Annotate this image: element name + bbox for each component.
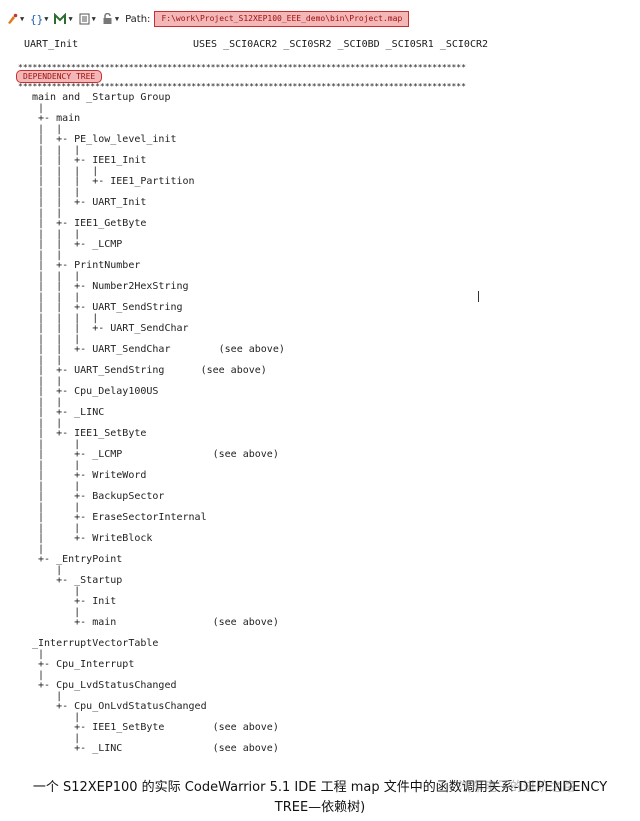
toolbar-button-braces[interactable]: {} ▼: [30, 13, 48, 25]
tree-line: | |: [32, 460, 81, 471]
tree-line: main and _Startup Group: [32, 92, 171, 103]
tree-line: | |: [32, 124, 63, 135]
tree-line: | +- UART_SendString (see above): [32, 365, 267, 376]
tree-line: | +- EraseSectorInternal: [32, 512, 207, 523]
tree-line: | |: [32, 418, 63, 429]
tree-line: | | |: [32, 229, 81, 240]
tree-line: | +- BackupSector: [32, 491, 165, 502]
uses-function-name: UART_Init: [24, 39, 79, 50]
tree-line: | |: [32, 208, 63, 219]
chevron-down-icon: ▼: [91, 15, 96, 23]
tree-line: | | | +- IEE1_Partition: [32, 176, 195, 187]
tree-line: | +- IEE1_GetByte: [32, 218, 147, 229]
chevron-down-icon: ▼: [20, 15, 25, 23]
tree-line: | |: [32, 481, 81, 492]
tree-line: | +- IEE1_SetByte: [32, 428, 147, 439]
figure-caption: 一个 S12XEP100 的实际 CodeWarrior 5.1 IDE 工程 …: [0, 778, 640, 818]
tree-line: | +- WriteBlock: [32, 533, 153, 544]
tree-line: | | |: [32, 292, 81, 303]
tree-line: | | | |: [32, 166, 99, 177]
braces-icon: {}: [30, 13, 42, 25]
dependency-tree-heading: DEPENDENCY TREE: [16, 70, 103, 83]
tree-line: +- Cpu_OnLvdStatusChanged: [32, 701, 207, 712]
tree-line: +- Init: [32, 596, 117, 607]
tree-line: +- main (see above): [32, 617, 279, 628]
tree-line: +- Cpu_Interrupt: [32, 659, 135, 670]
tree-line: +- _EntryPoint: [32, 554, 123, 565]
tree-line: +- _LINC (see above): [32, 743, 279, 754]
chevron-down-icon: ▼: [68, 15, 73, 23]
tree-line: | |: [32, 397, 63, 408]
tree-line: | |: [32, 355, 63, 366]
tree-line: |: [32, 691, 63, 702]
tree-line: | | +- UART_SendChar (see above): [32, 344, 285, 355]
tree-line: |: [32, 649, 45, 660]
dependency-tree: main and _Startup Group | +- main | | | …: [32, 92, 285, 754]
tree-line: | |: [32, 250, 63, 261]
tree-line: | +- Cpu_Delay100US: [32, 386, 159, 397]
tree-line: +- IEE1_SetByte (see above): [32, 722, 279, 733]
marker-icon: [54, 13, 67, 25]
chevron-down-icon: ▼: [114, 15, 120, 23]
tree-line: |: [32, 565, 63, 576]
text-cursor: [478, 291, 479, 302]
lock-icon: [102, 13, 113, 25]
tree-line: +- main: [32, 113, 81, 124]
tree-line: |: [32, 712, 81, 723]
tree-line: | | |: [32, 145, 81, 156]
document-icon: [79, 13, 90, 25]
chevron-down-icon: ▼: [44, 15, 49, 23]
tree-line: | | | +- UART_SendChar: [32, 323, 189, 334]
tree-line: | | +- Number2HexString: [32, 281, 189, 292]
brush-icon: [6, 13, 18, 25]
tree-line: |: [32, 607, 81, 618]
uses-list: USES _SCI0ACR2 _SCI0SR2 _SCI0BD _SCI0SR1…: [193, 39, 489, 50]
toolbar-button-document[interactable]: ▼: [79, 13, 96, 25]
tree-line: | | +- UART_Init: [32, 197, 147, 208]
tree-line: +- Cpu_LvdStatusChanged: [32, 680, 177, 691]
tree-line: | | +- IEE1_Init: [32, 155, 147, 166]
tree-line: |: [32, 103, 45, 114]
tree-line: |: [32, 733, 81, 744]
toolbar-button-marker[interactable]: ▼: [54, 13, 73, 25]
tree-line: | | +- UART_SendString: [32, 302, 183, 313]
toolbar-button-brush[interactable]: ▼: [6, 13, 24, 25]
tree-line: | +- _LINC: [32, 407, 105, 418]
tree-line: | +- _LCMP (see above): [32, 449, 279, 460]
svg-text:{}: {}: [30, 13, 42, 25]
toolbar: ▼ {} ▼ ▼ ▼ ▼ Path: F:\work\Project_S12XE…: [0, 8, 640, 30]
tree-line: | |: [32, 502, 81, 513]
tree-line: | +- PE_low_level_init: [32, 134, 177, 145]
caption-line-1: 一个 S12XEP100 的实际 CodeWarrior 5.1 IDE 工程 …: [32, 780, 608, 795]
tree-line: |: [32, 586, 81, 597]
tree-line: | |: [32, 376, 63, 387]
tree-line: +- _Startup: [32, 575, 123, 586]
tree-line: | +- PrintNumber: [32, 260, 141, 271]
tree-line: | | | |: [32, 313, 99, 324]
tree-line: | | |: [32, 271, 81, 282]
tree-line: |: [32, 670, 45, 681]
caption-line-2: TREE—依赖树): [274, 800, 366, 815]
tree-line: | |: [32, 439, 81, 450]
tree-line: | | |: [32, 334, 81, 345]
separator-stars-top: ****************************************…: [18, 63, 466, 72]
tree-line: | |: [32, 523, 81, 534]
tree-line: | | +- _LCMP: [32, 239, 123, 250]
watermark: 汽车电子的进阶之路: [458, 780, 576, 795]
tree-line: _InterruptVectorTable: [32, 638, 159, 649]
tree-line: | +- WriteWord: [32, 470, 147, 481]
separator-stars-bottom: ****************************************…: [18, 82, 466, 91]
path-field[interactable]: F:\work\Project_S12XEP100_EEE_demo\bin\P…: [154, 11, 410, 27]
path-label: Path:: [125, 13, 151, 25]
toolbar-button-lock[interactable]: ▼: [102, 13, 119, 25]
tree-line: | | |: [32, 187, 81, 198]
tree-line: |: [32, 544, 45, 555]
